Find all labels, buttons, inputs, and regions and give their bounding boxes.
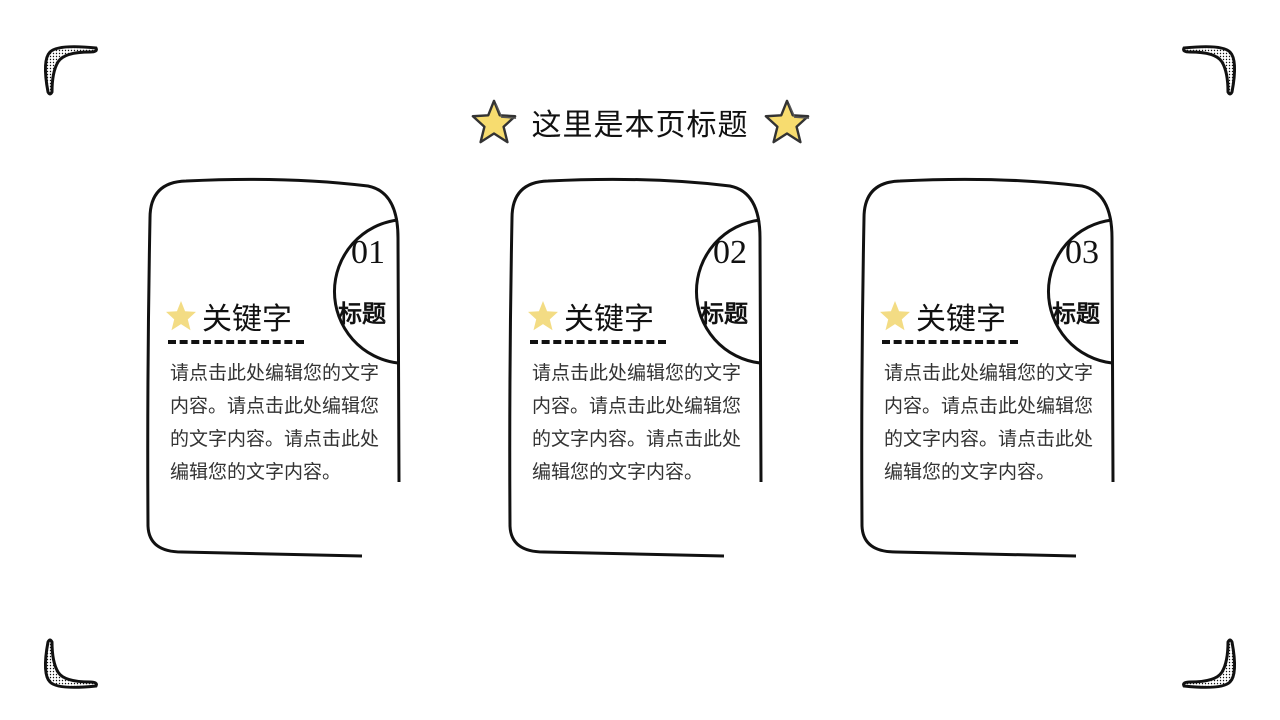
card-body-text[interactable]: 请点击此处编辑您的文字内容。请点击此处编辑您的文字内容。请点击此处编辑您的文字内… (532, 362, 742, 483)
star-icon (470, 98, 518, 146)
dashed-divider (882, 340, 1018, 344)
star-icon (763, 98, 811, 146)
card-frame (146, 177, 401, 558)
card-body-text[interactable]: 请点击此处编辑您的文字内容。请点击此处编辑您的文字内容。请点击此处编辑您的文字内… (170, 362, 380, 483)
star-icon (880, 301, 910, 331)
corner-decoration-top-left (40, 40, 100, 100)
card-keyword: 关键字 (164, 294, 292, 338)
dashed-divider (530, 340, 666, 344)
dashed-divider (168, 340, 304, 344)
corner-decoration-top-right (1180, 40, 1240, 100)
card-frame (508, 177, 763, 558)
keyword-text: 关键字 (202, 302, 292, 337)
card: 01 标题 关键字 请点击此处编辑您的文字内容。请点击此处编辑您的文字内容。请点… (146, 176, 406, 560)
card: 02 标题 关键字 请点击此处编辑您的文字内容。请点击此处编辑您的文字内容。请点… (508, 176, 768, 560)
card: 03 标题 关键字 请点击此处编辑您的文字内容。请点击此处编辑您的文字内容。请点… (860, 176, 1120, 560)
card-frame (860, 177, 1115, 558)
card-subtitle: 标题 (700, 299, 748, 328)
card-keyword: 关键字 (526, 294, 654, 338)
card-subtitle: 标题 (1052, 299, 1100, 328)
card-number: 01 (351, 234, 385, 271)
corner-decoration-bottom-left (40, 634, 100, 694)
page-title: 这里是本页标题 (531, 108, 749, 143)
keyword-text: 关键字 (564, 302, 654, 337)
star-icon (166, 301, 196, 331)
star-icon (528, 301, 558, 331)
card-number: 02 (713, 234, 747, 271)
card-keyword: 关键字 (878, 294, 1006, 338)
card-number: 03 (1065, 234, 1099, 271)
title-bar: 这里是本页标题 (0, 98, 1280, 146)
keyword-text: 关键字 (916, 302, 1006, 337)
corner-decoration-bottom-right (1180, 634, 1240, 694)
card-body-text[interactable]: 请点击此处编辑您的文字内容。请点击此处编辑您的文字内容。请点击此处编辑您的文字内… (884, 362, 1094, 483)
card-subtitle: 标题 (338, 299, 386, 328)
